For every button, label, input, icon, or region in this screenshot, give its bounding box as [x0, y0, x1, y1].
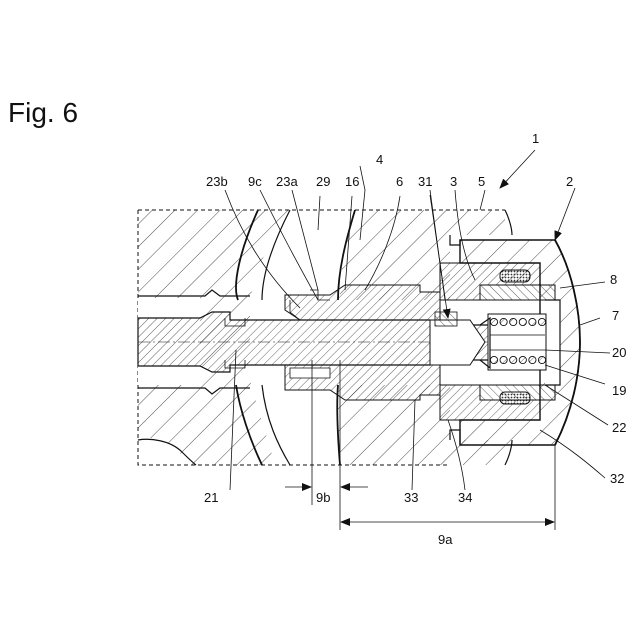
- spring-coils: [480, 314, 546, 370]
- label-32: 32: [610, 471, 624, 486]
- spring-coil: [529, 356, 536, 363]
- spring-coil: [500, 356, 507, 363]
- label-22: 22: [612, 420, 626, 435]
- spring-coil: [510, 318, 517, 325]
- label-7: 7: [612, 308, 619, 323]
- label-9c: 9c: [248, 174, 262, 189]
- lower-sleeve: [285, 365, 440, 400]
- figure-title: Fig. 6: [8, 97, 78, 128]
- spring-coil: [538, 318, 545, 325]
- spring-coil: [519, 318, 526, 325]
- label-5: 5: [478, 174, 485, 189]
- label-4: 4: [376, 152, 383, 167]
- spring-coil: [510, 356, 517, 363]
- upper-sleeve: [285, 285, 440, 320]
- spring-coil: [529, 318, 536, 325]
- label-20: 20: [612, 345, 626, 360]
- label-29: 29: [316, 174, 330, 189]
- label-6: 6: [396, 174, 403, 189]
- label-34: 34: [458, 490, 472, 505]
- spring-coil: [500, 318, 507, 325]
- label-23b: 23b: [206, 174, 228, 189]
- label-9a: 9a: [438, 532, 453, 547]
- spring-coil: [490, 318, 497, 325]
- label-8: 8: [610, 272, 617, 287]
- spring-coil: [490, 356, 497, 363]
- label-16: 16: [345, 174, 359, 189]
- label-1: 1: [532, 131, 539, 146]
- label-9b: 9b: [316, 490, 330, 505]
- label-21: 21: [204, 490, 218, 505]
- label-33: 33: [404, 490, 418, 505]
- label-23a: 23a: [276, 174, 298, 189]
- label-3: 3: [450, 174, 457, 189]
- label-31: 31: [418, 174, 432, 189]
- spring-coil: [538, 356, 545, 363]
- label-19: 19: [612, 383, 626, 398]
- spring-coil: [519, 356, 526, 363]
- label-2: 2: [566, 174, 573, 189]
